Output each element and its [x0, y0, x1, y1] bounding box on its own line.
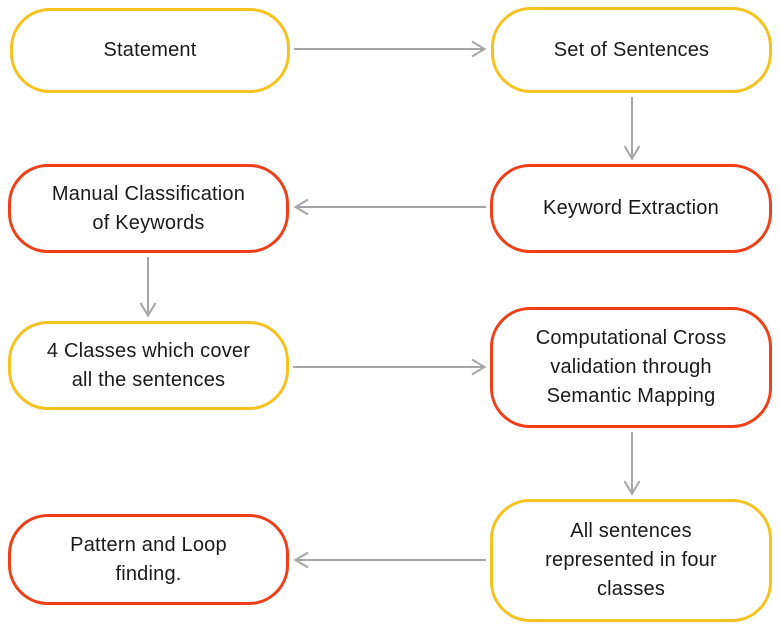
- node-all-sentences-four-classes-label: All sentences represented in four classe…: [545, 520, 717, 600]
- node-statement-label: Statement: [103, 39, 197, 61]
- node-computational-cross-validation: Computational Cross validation through S…: [490, 307, 772, 428]
- node-set-of-sentences: Set of Sentences: [491, 7, 772, 93]
- node-pattern-and-loop-finding: Pattern and Loop finding.: [8, 514, 289, 605]
- node-all-sentences-four-classes: All sentences represented in four classe…: [490, 499, 772, 622]
- node-four-classes: 4 Classes which cover all the sentences: [8, 321, 289, 410]
- node-pattern-and-loop-finding-label: Pattern and Loop finding.: [70, 533, 227, 585]
- node-four-classes-label: 4 Classes which cover all the sentences: [46, 339, 251, 391]
- node-keyword-extraction-label: Keyword Extraction: [543, 197, 719, 219]
- node-statement: Statement: [10, 8, 290, 93]
- node-set-of-sentences-label: Set of Sentences: [553, 38, 710, 61]
- node-keyword-extraction: Keyword Extraction: [490, 164, 772, 253]
- node-manual-classification-label: Manual Classification of Keywords: [51, 182, 246, 234]
- node-manual-classification: Manual Classification of Keywords: [8, 164, 289, 253]
- node-computational-cross-validation-label: Computational Cross validation through S…: [535, 327, 727, 407]
